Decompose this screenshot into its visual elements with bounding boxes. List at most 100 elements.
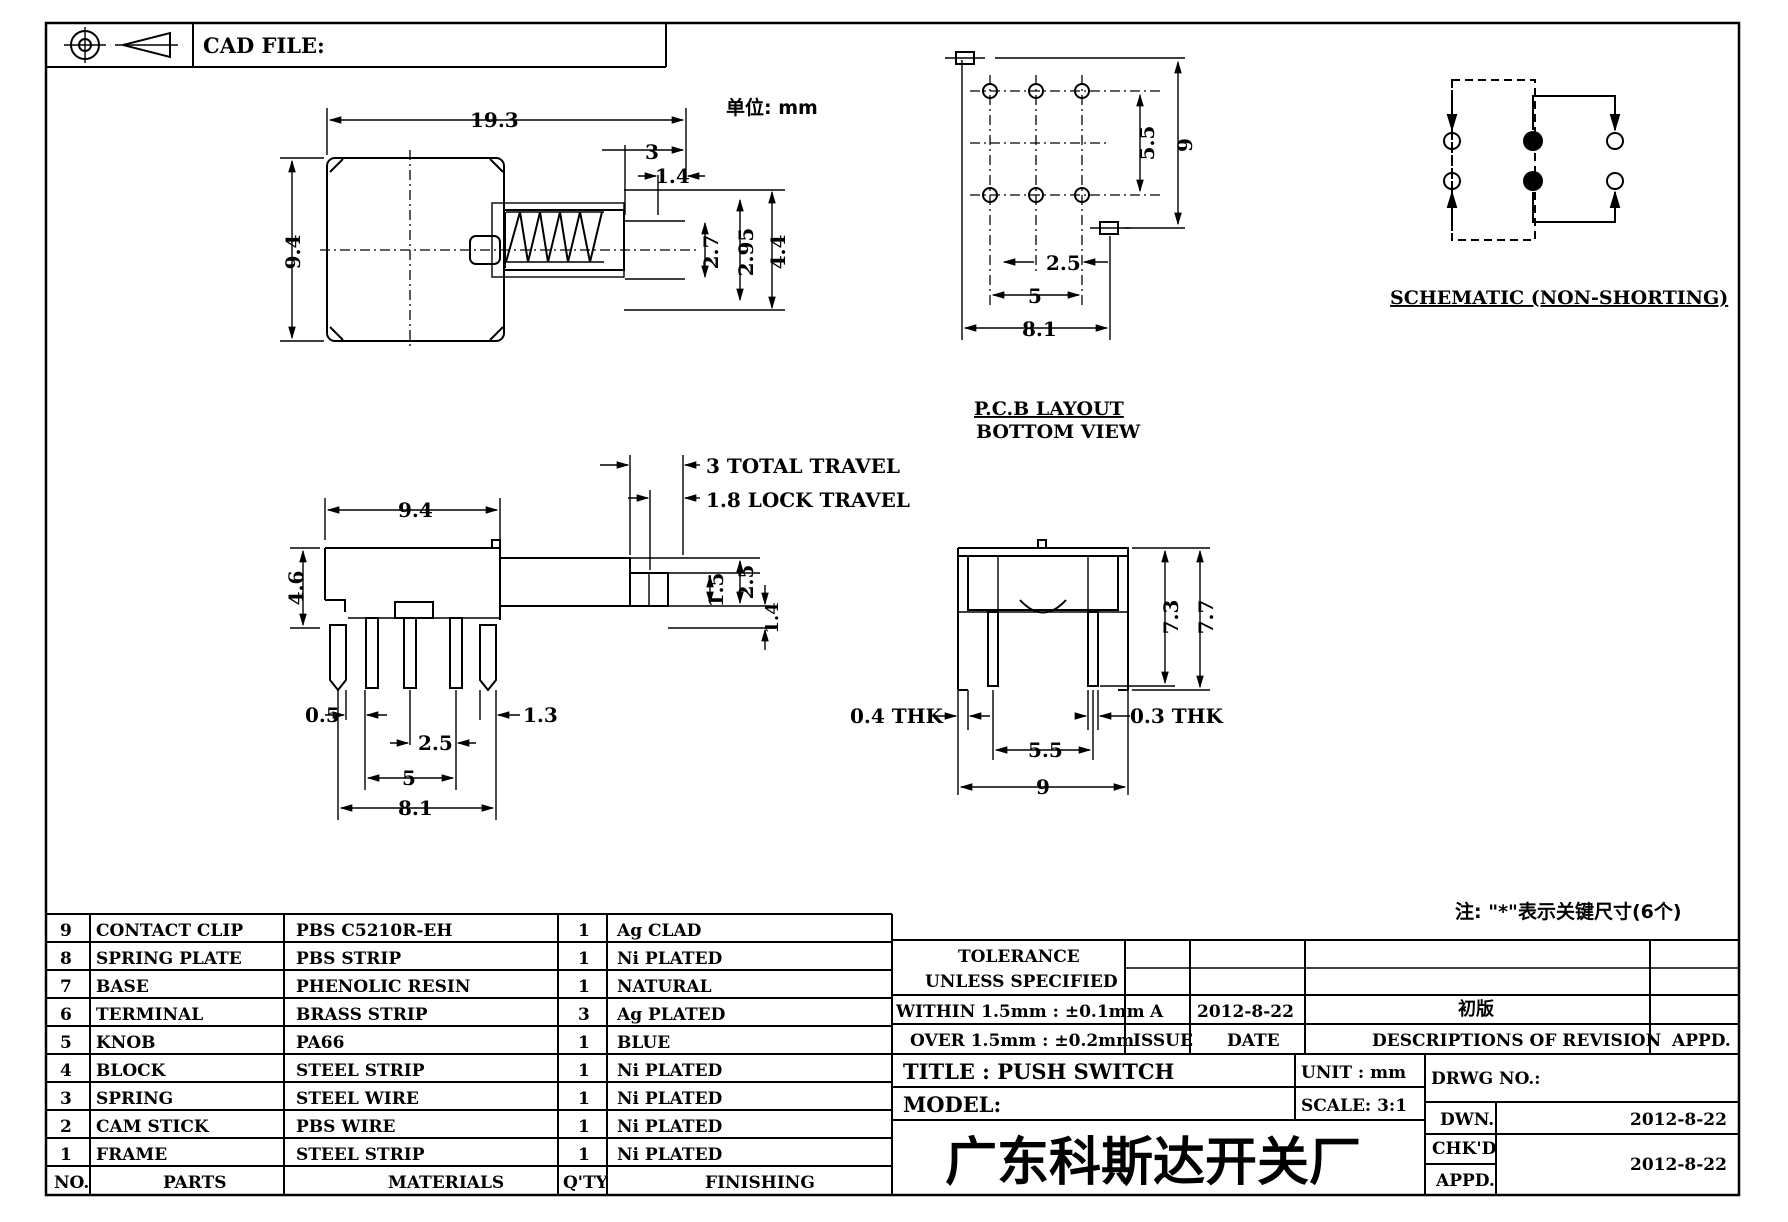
- side-dim-1-4: 1.4: [762, 602, 783, 633]
- key-dimension-note: 注: "*"表示关键尺寸(6个): [1455, 900, 1682, 923]
- company-name: 广东科斯达开关厂: [945, 1133, 1361, 1193]
- total-travel-label: 3 TOTAL TRAVEL: [706, 454, 900, 478]
- bom-part-cell: BASE: [96, 977, 149, 997]
- bom-table: [46, 913, 893, 1195]
- descriptions-label: DESCRIPTIONS OF REVISION: [1372, 1031, 1661, 1051]
- dim-3: 3: [645, 140, 659, 164]
- side-dim-5: 5: [402, 766, 416, 790]
- date-value: 2012-8-22: [1197, 1002, 1294, 1022]
- drawing-number-label: DRWG NO.:: [1431, 1069, 1541, 1089]
- bom-header-row: NO. PARTS MATERIALS Q'TY FINISHING: [54, 1173, 815, 1193]
- side-dim-1-3: 1.3: [523, 703, 558, 727]
- front-dim-7-7: 7.7: [1194, 600, 1218, 635]
- bom-no-cell: 2: [60, 1117, 72, 1137]
- drawn-date: 2012-8-22: [1630, 1110, 1727, 1130]
- schematic: SCHEMATIC (NON-SHORTING): [1390, 79, 1728, 309]
- dim-1-4: 1.4: [655, 164, 690, 188]
- bom-part-cell: SPRING PLATE: [96, 949, 242, 969]
- bom-qty-cell: 1: [578, 1061, 590, 1081]
- revision-value: 初版: [1458, 998, 1494, 1020]
- dim-width: 19.3: [470, 108, 519, 132]
- bom-no-cell: 5: [60, 1033, 72, 1053]
- pcb-layout: 9 5.5 2.5 5 8.1 P.C.B LAYOUT BOTTOM VIEW: [945, 51, 1197, 443]
- bom-material-cell: PBS WIRE: [296, 1117, 396, 1137]
- pcb-subtitle: BOTTOM VIEW: [976, 421, 1141, 443]
- checked-label: CHK'D: [1432, 1139, 1497, 1159]
- side-dim-1-5: 1.5: [704, 573, 728, 608]
- pcb-dim-5: 5: [1028, 284, 1042, 308]
- side-dim-2-5v: 2.5: [734, 565, 758, 600]
- bom-rows: 9 CONTACT CLIP PBS C5210R-EH 1 Ag CLAD 8 SPRIN…: [60, 921, 726, 1165]
- bom-row: 9 CONTACT CLIP PBS C5210R-EH 1 Ag CLAD: [60, 921, 702, 941]
- dim-2-95: 2.95: [734, 228, 758, 277]
- top-view: 19.3 3 1.4 9.4 2.7 2.95 4.4: [280, 108, 790, 350]
- dim-height: 9.4: [281, 235, 305, 270]
- header-strip: CAD FILE:: [46, 23, 667, 68]
- bom-finish-cell: Ag PLATED: [616, 1005, 726, 1025]
- bom-qty-cell: 1: [578, 1117, 590, 1137]
- side-dim-9-4: 9.4: [398, 498, 433, 522]
- bom-material-cell: BRASS STRIP: [296, 1005, 428, 1025]
- schematic-common-terminal: [1523, 131, 1543, 151]
- bom-finish-cell: Ni PLATED: [617, 1145, 723, 1165]
- bom-part-cell: CAM STICK: [96, 1117, 210, 1137]
- bom-material-cell: STEEL STRIP: [296, 1145, 425, 1165]
- drawing-title: TITLE : PUSH SWITCH: [903, 1059, 1174, 1084]
- unit-label: UNIT : mm: [1301, 1063, 1406, 1083]
- bom-part-cell: BLOCK: [96, 1061, 167, 1081]
- bom-no-cell: 6: [60, 1005, 72, 1025]
- bom-part-cell: CONTACT CLIP: [96, 921, 243, 941]
- tolerance-over: OVER 1.5mm : ±0.2mm: [910, 1031, 1134, 1051]
- tolerance-label: TOLERANCE: [958, 947, 1080, 967]
- bom-no-cell: 4: [60, 1061, 72, 1081]
- unit-note: 单位: mm: [726, 96, 818, 119]
- bom-material-cell: PBS C5210R-EH: [296, 921, 452, 941]
- schematic-terminal: [1606, 172, 1624, 190]
- bom-qty-cell: 1: [578, 1033, 590, 1053]
- cad-file-label: CAD FILE:: [203, 33, 325, 58]
- bom-qty-cell: 3: [578, 1005, 590, 1025]
- front-view: 7.3 7.7 0.4 THK 0.3 THK 5.5 9: [850, 539, 1224, 799]
- bom-part-cell: FRAME: [96, 1145, 167, 1165]
- bom-no-cell: 9: [60, 921, 72, 941]
- pcb-dim-2-5: 2.5: [1046, 251, 1081, 275]
- schematic-common-terminal: [1523, 171, 1543, 191]
- schematic-terminal: [1443, 172, 1461, 190]
- bom-material-cell: PHENOLIC RESIN: [296, 977, 470, 997]
- bom-finish-cell: Ni PLATED: [617, 949, 723, 969]
- bom-no-cell: 8: [60, 949, 72, 969]
- thk-left-label: 0.4 THK: [850, 704, 944, 728]
- bom-part-cell: KNOB: [96, 1033, 156, 1053]
- bom-finish-cell: Ag CLAD: [616, 921, 702, 941]
- bom-qty-cell: 1: [578, 921, 590, 941]
- schematic-title: SCHEMATIC (NON-SHORTING): [1390, 287, 1728, 309]
- schematic-terminal: [1606, 132, 1624, 150]
- title-block: TOLERANCE UNLESS SPECIFIED WITHIN 1.5mm …: [892, 939, 1739, 1195]
- bom-finish-cell: Ni PLATED: [617, 1117, 723, 1137]
- lock-travel-label: 1.8 LOCK TRAVEL: [706, 488, 910, 512]
- side-dim-0-5: 0.5: [305, 703, 340, 727]
- appd-header-label: APPD.: [1671, 1031, 1731, 1051]
- bom-qty-cell: 1: [578, 949, 590, 969]
- pcb-dim-5-5: 5.5: [1135, 126, 1159, 161]
- bom-qty-cell: 1: [578, 1089, 590, 1109]
- checked-date: 2012-8-22: [1630, 1155, 1727, 1175]
- bom-header-finish: FINISHING: [705, 1173, 815, 1193]
- bom-no-cell: 3: [60, 1089, 72, 1109]
- bom-no-cell: 7: [60, 977, 72, 997]
- projection-symbol-icon: [64, 27, 178, 63]
- thk-right-label: 0.3 THK: [1130, 704, 1224, 728]
- bom-material-cell: STEEL WIRE: [296, 1089, 419, 1109]
- side-dim-2-5: 2.5: [418, 731, 453, 755]
- tolerance-within: WITHIN 1.5mm : ±0.1mm: [895, 1002, 1145, 1022]
- bom-header-no: NO.: [54, 1173, 89, 1193]
- front-dim-9: 9: [1036, 775, 1050, 799]
- side-dim-4-6: 4.6: [284, 571, 308, 606]
- approved-label: APPD.: [1435, 1171, 1495, 1191]
